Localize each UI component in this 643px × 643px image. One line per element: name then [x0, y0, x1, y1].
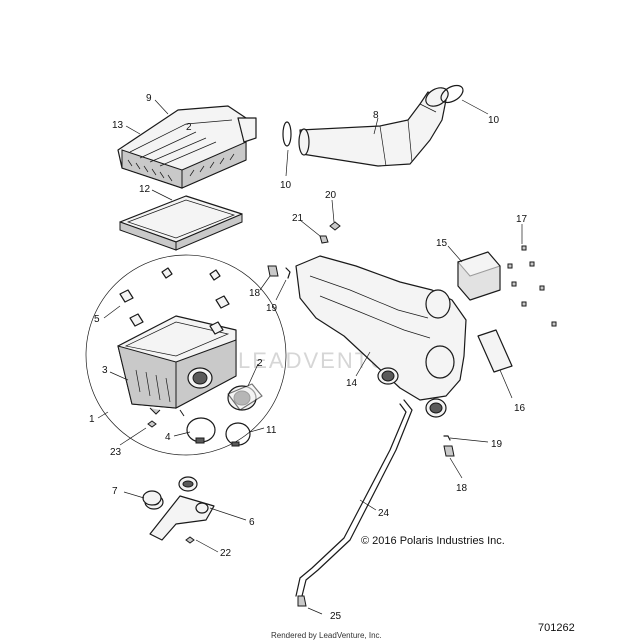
callout-17: 17 — [516, 214, 528, 225]
callout-10-right: 10 — [488, 115, 500, 126]
callout-19-left: 19 — [266, 303, 278, 314]
airbox-cover: 2 — [117, 105, 257, 189]
callout-4: 4 — [165, 432, 171, 443]
air-filter — [119, 195, 243, 251]
rendered-by-credit: Rendered by LeadVenture, Inc. — [271, 631, 382, 640]
callout-7: 7 — [112, 486, 118, 497]
callout-18-left: 18 — [249, 288, 261, 299]
callout-5: 5 — [94, 314, 100, 325]
callout-2: 2 — [257, 358, 263, 369]
fasteners-18-19-right — [443, 435, 455, 457]
hose-clamps — [186, 417, 251, 447]
callout-12: 12 — [139, 184, 151, 195]
callout-15: 15 — [436, 238, 448, 249]
fasteners-20-21 — [319, 221, 341, 244]
grommet-7 — [142, 490, 162, 506]
copyright-notice: © 2016 Polaris Industries Inc. — [361, 535, 505, 547]
pad-16 — [477, 329, 513, 373]
leader-lines — [97, 99, 523, 615]
callout-numbers: 9 13 12 5 3 1 23 4 2 11 8 10 10 20 21 17… — [89, 93, 528, 622]
callout-18-right: 18 — [456, 483, 468, 494]
callout-24: 24 — [378, 508, 390, 519]
callout-9: 9 — [146, 93, 152, 104]
callout-6: 6 — [249, 517, 255, 528]
filter-cap — [457, 251, 501, 301]
drain-hose — [295, 399, 413, 607]
airbox-base — [117, 315, 237, 417]
callout-3: 3 — [102, 365, 108, 376]
resonator-housing — [295, 255, 467, 418]
callout-14: 14 — [346, 378, 358, 389]
screw-23 — [147, 420, 157, 428]
callout-23: 23 — [110, 447, 122, 458]
mount-bracket — [144, 476, 215, 544]
callout-25: 25 — [330, 611, 342, 622]
callout-1: 1 — [89, 414, 95, 425]
callout-10-left: 10 — [280, 180, 292, 191]
intake-boot — [227, 383, 263, 411]
fasteners-18-19-left — [267, 265, 291, 279]
clips — [119, 267, 230, 335]
callout-20: 20 — [325, 190, 337, 201]
callout-21: 21 — [292, 213, 304, 224]
callout-19-right: 19 — [491, 439, 503, 450]
callout-13: 13 — [112, 120, 124, 131]
diagram-part-number: 701262 — [538, 622, 575, 634]
callout-11: 11 — [266, 425, 277, 436]
callout-22: 22 — [220, 548, 232, 559]
intake-duct — [282, 84, 464, 167]
callout-16: 16 — [514, 403, 526, 414]
bolts-17 — [507, 245, 557, 327]
callout-8: 8 — [373, 110, 379, 121]
svg-text:2: 2 — [186, 122, 192, 133]
assembly-outline — [85, 254, 287, 456]
